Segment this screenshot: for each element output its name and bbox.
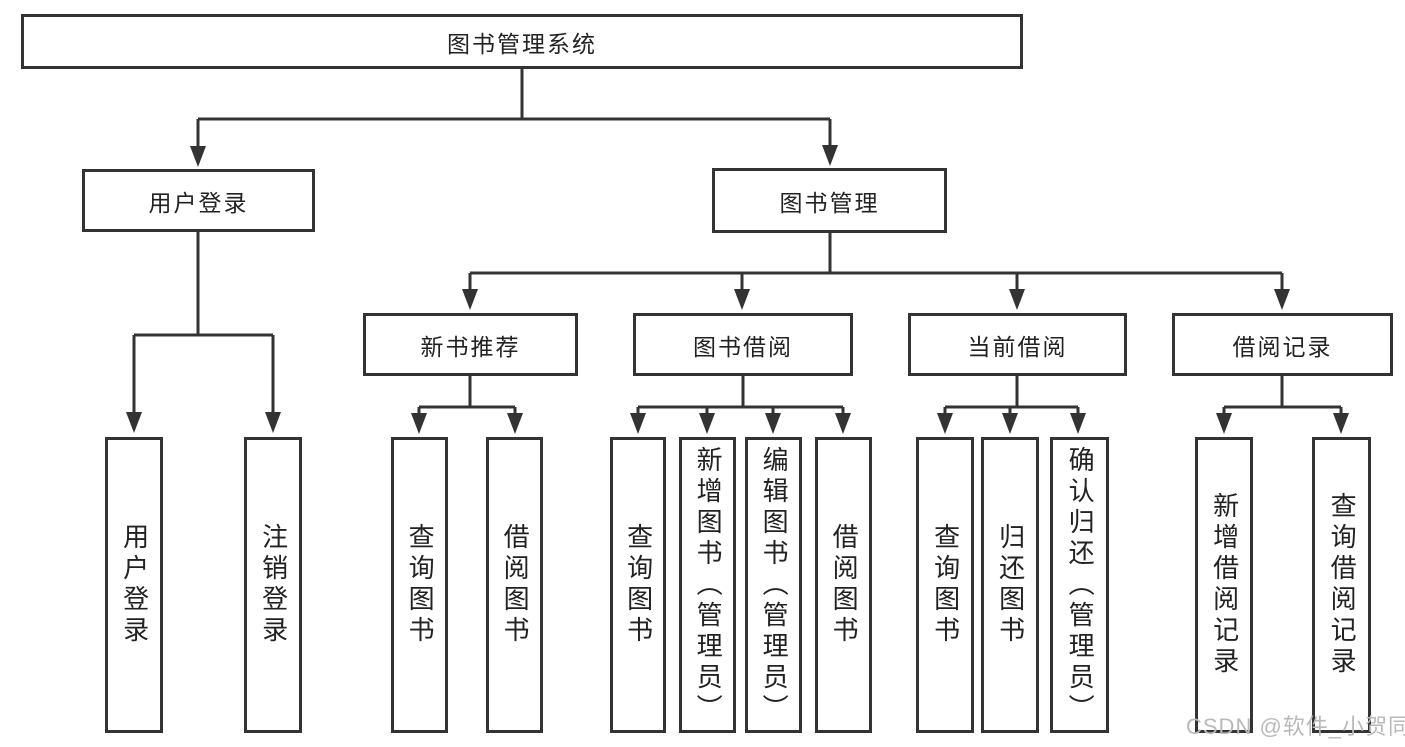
arrowhead <box>1333 413 1349 434</box>
arrowhead <box>1009 289 1025 310</box>
arrowhead <box>734 289 750 310</box>
arrowhead <box>190 146 206 167</box>
arrowhead <box>835 413 851 434</box>
leaf-label: 编辑图书（管理员） <box>759 445 790 725</box>
arrowhead <box>1216 413 1232 434</box>
node-current-borrowing: 当前借阅 <box>908 313 1127 376</box>
arrowhead <box>630 413 646 434</box>
leaf-user-login: 用户登录 <box>105 437 163 733</box>
leaf-add-books-admin: 新增图书（管理员） <box>679 437 736 733</box>
arrowhead <box>411 413 427 434</box>
connector-bookmgmt-to-level3 <box>468 233 1284 293</box>
arrowhead <box>462 289 478 310</box>
leaf-return-books: 归还图书 <box>981 437 1039 733</box>
arrowhead <box>699 413 715 434</box>
leaf-query-borrow-record: 查询借阅记录 <box>1312 437 1371 733</box>
leaf-borrow-books-newrec: 借阅图书 <box>486 437 543 733</box>
leaf-label: 确认归还（管理员） <box>1065 445 1096 725</box>
leaf-label: 归还图书 <box>995 523 1026 647</box>
arrowhead <box>1070 413 1086 434</box>
node-book-borrowing: 图书借阅 <box>633 313 853 376</box>
leaf-label: 注销登录 <box>258 523 289 647</box>
arrowhead <box>822 145 838 166</box>
leaf-label: 借阅图书 <box>500 523 531 647</box>
arrowhead <box>937 413 953 434</box>
leaf-label: 用户登录 <box>119 523 150 647</box>
leaf-query-books-current: 查询图书 <box>916 437 974 733</box>
leaf-label: 查询图书 <box>405 523 436 647</box>
arrowhead <box>1002 413 1018 434</box>
leaf-label: 新增借阅记录 <box>1209 492 1240 678</box>
leaf-label: 查询图书 <box>930 523 961 647</box>
connector-userlogin-to-leaves <box>132 232 275 416</box>
leaf-borrow-books-borrow: 借阅图书 <box>815 437 872 733</box>
connector-currentborrow-to-leaves <box>943 376 1080 417</box>
leaf-edit-books-admin: 编辑图书（管理员） <box>745 437 802 733</box>
arrowhead <box>507 413 523 434</box>
leaf-label: 借阅图书 <box>829 523 860 647</box>
leaf-label: 新增图书（管理员） <box>693 445 724 725</box>
leaf-query-books-newrec: 查询图书 <box>391 437 448 733</box>
node-user-login: 用户登录 <box>82 169 315 232</box>
connector-bookborrow-to-leaves <box>636 376 845 417</box>
connector-root-to-level2 <box>196 69 832 150</box>
leaf-query-books-borrow: 查询图书 <box>610 437 666 733</box>
leaf-label: 查询借阅记录 <box>1327 492 1358 678</box>
leaf-add-borrow-record: 新增借阅记录 <box>1195 437 1253 733</box>
leaf-confirm-return-admin: 确认归还（管理员） <box>1050 437 1109 733</box>
arrowhead <box>265 412 281 433</box>
connector-newbookrec-to-leaves <box>417 376 517 417</box>
node-new-book-recommendation: 新书推荐 <box>363 313 578 376</box>
leaf-logout-login: 注销登录 <box>244 437 302 733</box>
leaf-label: 查询图书 <box>623 523 654 647</box>
watermark: CSDN @软件_小贺同学 <box>1186 714 1405 739</box>
arrowhead <box>1274 289 1290 310</box>
node-root: 图书管理系统 <box>21 14 1023 69</box>
arrowhead <box>765 413 781 434</box>
node-borrowing-records: 借阅记录 <box>1172 313 1393 376</box>
node-book-management: 图书管理 <box>712 168 947 233</box>
connector-borrowrecord-to-leaves <box>1222 375 1343 417</box>
arrowhead <box>126 412 142 433</box>
